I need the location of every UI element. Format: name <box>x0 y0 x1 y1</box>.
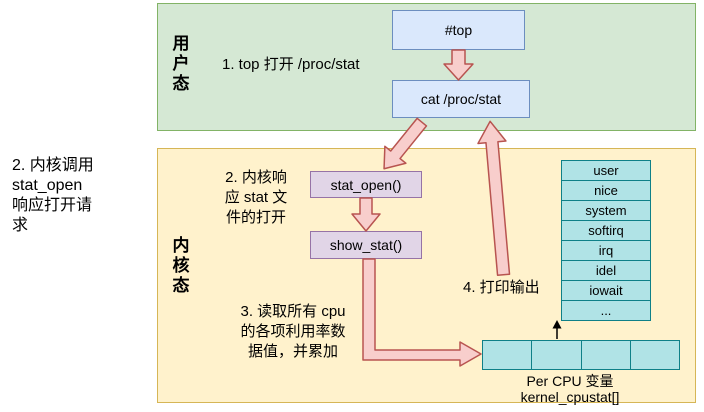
per-cpu-array-label: Per CPU 变量 kernel_cpustat[] <box>520 373 620 405</box>
stat-open-label: stat_open() <box>330 176 402 193</box>
top-process-box: #top <box>392 10 525 50</box>
top-process-label: #top <box>444 22 473 38</box>
cpustat-field-row: nice <box>562 181 650 201</box>
side-note-step2: 2. 内核调用 stat_open 响应打开请 求 <box>12 157 94 234</box>
per-cpu-array <box>482 340 680 370</box>
show-stat-box: show_stat() <box>310 231 422 259</box>
show-stat-label: show_stat() <box>329 237 403 253</box>
cpustat-field-row: user <box>562 161 650 181</box>
cat-proc-stat-box: cat /proc/stat <box>392 80 530 118</box>
cpustat-field-row: idel <box>562 261 650 281</box>
cpustat-field-row: softirq <box>562 221 650 241</box>
step3-text: 3. 读取所有 cpu 的各项利用率数 据值，并累加 <box>240 303 346 360</box>
per-cpu-cell <box>629 341 679 369</box>
cat-proc-stat-label: cat /proc/stat <box>420 91 502 107</box>
cpustat-field-row: system <box>562 201 650 221</box>
per-cpu-cell <box>531 341 581 369</box>
per-cpu-cell <box>580 341 630 369</box>
cpustat-field-row: ... <box>562 301 650 320</box>
cpustat-field-row: iowait <box>562 281 650 301</box>
stat-open-box: stat_open() <box>310 171 422 198</box>
cpustat-field-row: irq <box>562 241 650 261</box>
step1-text: 1. top 打开 /proc/stat <box>222 56 360 73</box>
kernel-space-label: 内 核 态 <box>172 236 190 295</box>
step4-text: 4. 打印输出 <box>463 279 540 296</box>
user-space-label: 用 户 态 <box>172 34 190 93</box>
step2-text: 2. 内核响 应 stat 文 件的打开 <box>224 169 288 226</box>
per-cpu-cell <box>483 341 532 369</box>
